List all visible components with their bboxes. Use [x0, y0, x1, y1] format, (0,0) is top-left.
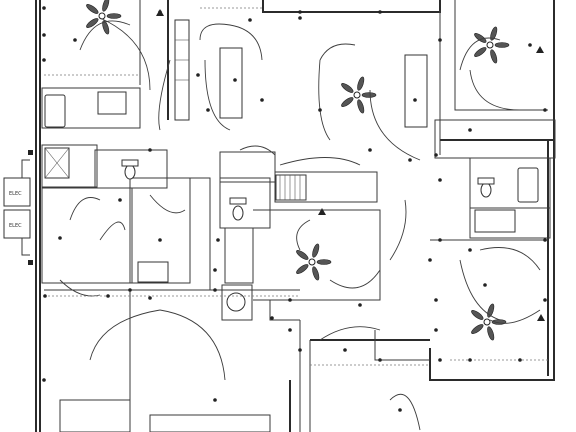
outlet-icon — [73, 38, 77, 42]
electrical-panels: ELEC ELEC — [3, 150, 33, 265]
outlet-icon — [368, 148, 372, 152]
outlet-icon — [543, 298, 547, 302]
outlet-icon — [438, 358, 442, 362]
outlet-icon — [543, 238, 547, 242]
outlet-icon — [378, 358, 382, 362]
outlet-icon — [398, 408, 402, 412]
outlet-icon — [248, 18, 252, 22]
fireplace — [404, 54, 428, 128]
bathtub — [44, 94, 66, 128]
toilet — [232, 205, 244, 221]
smoke-detector-icon — [536, 46, 544, 53]
outlet-icon — [42, 6, 46, 10]
outlet-icon — [518, 358, 522, 362]
kitchen-island — [219, 47, 243, 119]
outlet-icon — [213, 268, 217, 272]
outlet-icon — [216, 238, 220, 242]
outlet-icon — [434, 328, 438, 332]
devices — [42, 6, 547, 412]
outlet-icon — [288, 328, 292, 332]
panel-1 — [3, 177, 31, 207]
ceiling-fans — [86, 0, 510, 341]
outlet-icon — [468, 358, 472, 362]
ceiling-fan-icon — [341, 76, 377, 114]
outlet-icon — [378, 10, 382, 14]
plumbing-fixtures — [44, 19, 539, 312]
outlet-icon — [438, 238, 442, 242]
outlet-icon — [434, 298, 438, 302]
outlet-icon — [42, 58, 46, 62]
outlet-icon — [428, 258, 432, 262]
outlet-icon — [468, 128, 472, 132]
exterior-walls — [35, 0, 555, 432]
panel-2 — [3, 209, 31, 239]
outlet-icon — [528, 43, 532, 47]
outlet-icon — [468, 248, 472, 252]
stairs — [275, 174, 307, 201]
panel-label: ELEC — [9, 223, 22, 229]
outlet-icon — [438, 38, 442, 42]
outlet-icon — [298, 348, 302, 352]
outlet-icon — [298, 10, 302, 14]
ceiling-fan-icon — [86, 0, 122, 35]
outlet-icon — [298, 16, 302, 20]
bathtub — [517, 167, 539, 203]
outlet-icon — [438, 178, 442, 182]
smoke-detector-icon — [537, 314, 545, 321]
dashed-layout-lines — [44, 7, 548, 366]
laundry — [137, 261, 169, 283]
outlet-icon — [343, 348, 347, 352]
outlet-icon — [118, 198, 122, 202]
outlet-icon — [260, 98, 264, 102]
ceiling-fan-icon — [471, 303, 507, 341]
toilet — [480, 182, 492, 198]
outlet-icon — [196, 73, 200, 77]
outlet-icon — [128, 288, 132, 292]
outlet-icon — [270, 316, 274, 320]
outlet-icon — [543, 108, 547, 112]
outlet-icon — [483, 283, 487, 287]
smoke-detector-icon — [156, 9, 164, 16]
outlet-icon — [434, 153, 438, 157]
toilet — [124, 164, 136, 180]
outlet-icon — [358, 303, 362, 307]
outlet-icon — [148, 296, 152, 300]
circuit-wiring — [59, 17, 541, 431]
outlet-icon — [106, 294, 110, 298]
outlet-icon — [58, 236, 62, 240]
outlet-icon — [206, 108, 210, 112]
outlet-icon — [158, 238, 162, 242]
outlet-icon — [288, 298, 292, 302]
outlet-icon — [42, 33, 46, 37]
outlet-icon — [213, 288, 217, 292]
ceiling-fan-icon — [296, 243, 332, 281]
outlet-icon — [233, 78, 237, 82]
outlet-icon — [148, 148, 152, 152]
outlet-icon — [318, 108, 322, 112]
panel-label: ELEC — [9, 191, 22, 197]
outlet-icon — [408, 158, 412, 162]
outlet-icon — [43, 294, 47, 298]
vanity — [97, 91, 127, 115]
outlet-icon — [213, 398, 217, 402]
interior-walls — [41, 0, 556, 432]
outlet-icon — [42, 378, 46, 382]
outlet-icon — [413, 98, 417, 102]
ceiling-fan-icon — [474, 26, 510, 64]
water-heater — [226, 292, 246, 312]
smoke-detector-icon — [318, 208, 326, 215]
